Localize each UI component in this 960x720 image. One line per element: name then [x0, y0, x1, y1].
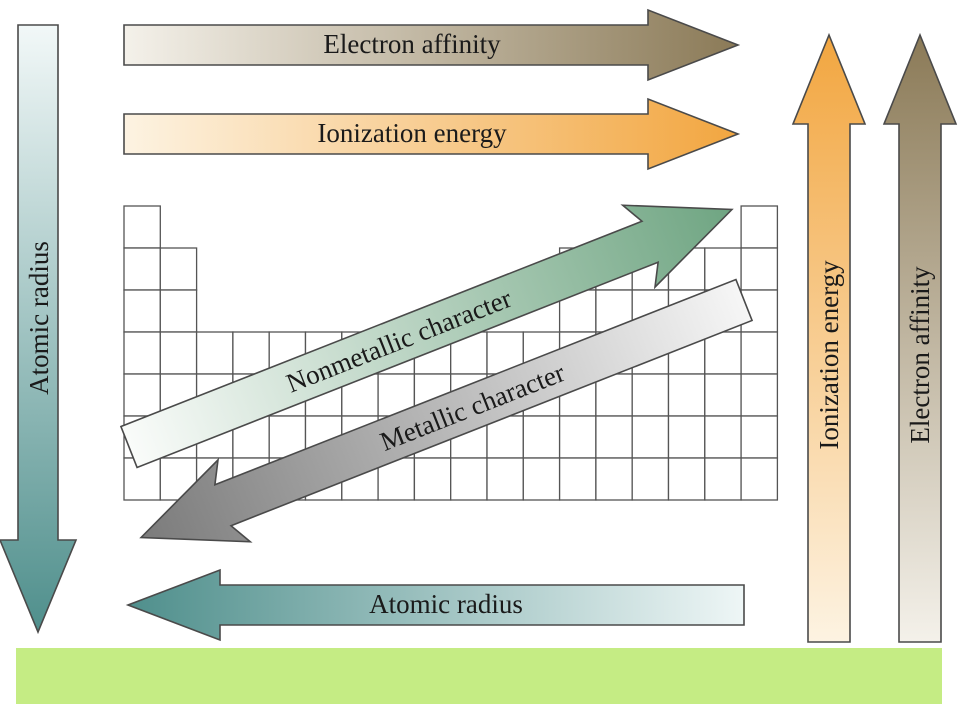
table-cell — [595, 415, 633, 459]
table-cell — [667, 457, 706, 501]
table-cell — [522, 457, 561, 501]
table-cell — [558, 457, 597, 501]
table-cell — [704, 457, 742, 501]
ionization-energy-label-vertical: Ionization energy — [814, 260, 844, 450]
table-cell — [123, 331, 161, 375]
table-cell — [123, 247, 161, 291]
table-cell — [740, 205, 779, 249]
table-cell — [704, 373, 742, 417]
ionization-energy-arrow-horizontal: Ionization energy — [123, 97, 741, 171]
footer-bar — [16, 648, 942, 704]
table-cell — [123, 289, 161, 333]
table-cell — [631, 373, 670, 417]
table-cell — [631, 457, 670, 501]
table-cell — [159, 331, 198, 375]
atomic-radius-arrow-horizontal: Atomic radius — [125, 568, 745, 642]
ionization-energy-label-horizontal: Ionization energy — [317, 118, 507, 148]
table-cell — [232, 331, 270, 375]
electron-affinity-label-horizontal: Electron affinity — [323, 29, 501, 59]
table-cell — [704, 415, 742, 459]
table-cell — [595, 373, 633, 417]
electron-affinity-arrow-vertical: Electron affinity — [882, 32, 958, 643]
table-cell — [486, 457, 524, 501]
table-cell — [450, 457, 488, 501]
table-cell — [595, 457, 633, 501]
table-cell — [413, 457, 452, 501]
table-cell — [740, 373, 779, 417]
table-cell — [159, 247, 198, 291]
ionization-energy-arrow-vertical: Ionization energy — [791, 32, 867, 643]
electron-affinity-arrow-horizontal: Electron affinity — [123, 8, 741, 82]
table-cell — [159, 457, 198, 501]
atomic-radius-arrow-vertical: Atomic radius — [0, 24, 78, 635]
atomic-radius-label-vertical: Atomic radius — [24, 241, 54, 395]
table-cell — [704, 331, 742, 375]
table-cell — [740, 331, 779, 375]
table-cell — [123, 373, 161, 417]
electron-affinity-label-vertical: Electron affinity — [905, 266, 935, 444]
table-cell — [195, 331, 234, 375]
table-cell — [522, 415, 561, 459]
table-cell — [740, 247, 779, 291]
table-cell — [740, 457, 779, 501]
table-cell — [159, 289, 198, 333]
table-cell — [740, 415, 779, 459]
table-cell — [667, 415, 706, 459]
table-cell — [631, 415, 670, 459]
table-cell — [558, 415, 597, 459]
atomic-radius-label-horizontal: Atomic radius — [369, 589, 523, 619]
table-cell — [667, 373, 706, 417]
table-cell — [123, 205, 161, 249]
